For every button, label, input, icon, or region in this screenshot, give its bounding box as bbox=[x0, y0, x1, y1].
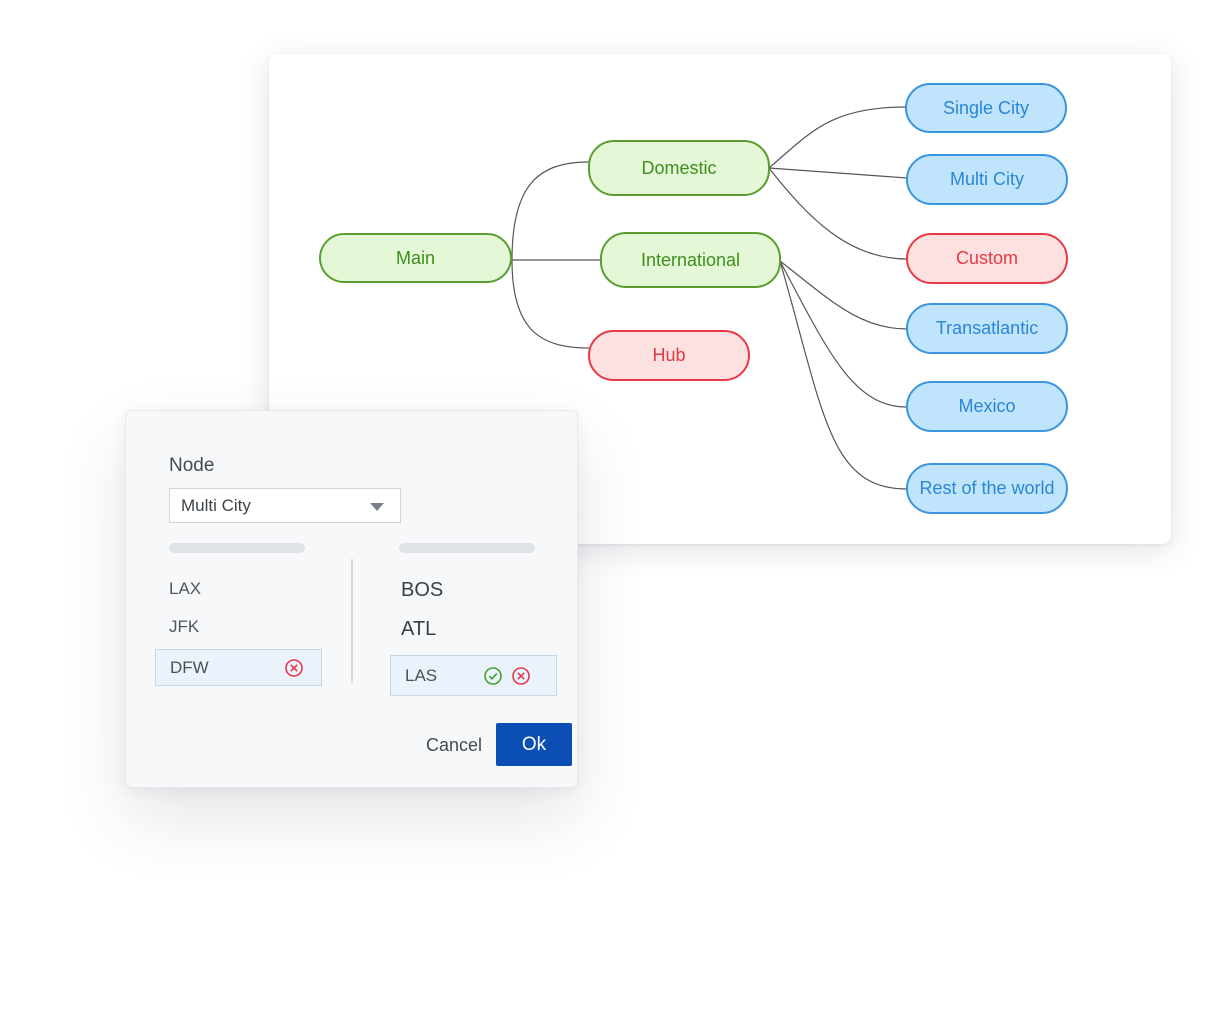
edge-main-domestic bbox=[511, 161, 590, 261]
edge-main-hub bbox=[511, 259, 590, 349]
node-main-label: Main bbox=[395, 247, 435, 268]
node-single-city[interactable]: Single City bbox=[905, 83, 1067, 133]
edge-domestic-custom bbox=[768, 167, 908, 260]
left-list-item[interactable]: JFK bbox=[169, 617, 200, 636]
edge-international-mexico bbox=[779, 260, 908, 408]
edge-international-transatlantic bbox=[779, 260, 908, 330]
right-editing-chip[interactable]: LAS bbox=[390, 655, 557, 696]
node-custom[interactable]: Custom bbox=[906, 233, 1068, 284]
right-column-header-placeholder bbox=[399, 543, 535, 553]
ok-button[interactable]: Ok bbox=[496, 723, 572, 766]
column-divider bbox=[351, 559, 353, 683]
edge-domestic-multi-city bbox=[768, 167, 908, 179]
connector-lines bbox=[511, 106, 908, 490]
node-main[interactable]: Main bbox=[319, 233, 512, 283]
edge-domestic-single-city bbox=[768, 106, 907, 169]
left-column-header-placeholder bbox=[169, 543, 305, 553]
node-transatlantic-label: Transatlantic bbox=[935, 318, 1039, 338]
node-rest-of-the-world[interactable]: Rest of the world bbox=[906, 463, 1068, 514]
node-hub[interactable]: Hub bbox=[588, 330, 750, 381]
node-international-label: International bbox=[640, 249, 741, 270]
cancel-button[interactable]: Cancel bbox=[406, 724, 502, 766]
left-chip-label: DFW bbox=[170, 657, 209, 677]
right-chip-label: LAS bbox=[405, 665, 438, 685]
node-field-label: Node bbox=[169, 455, 215, 476]
right-list-item[interactable]: ATL bbox=[401, 618, 437, 640]
node-rest-of-the-world-label: Rest of the world bbox=[919, 478, 1055, 498]
remove-icon[interactable] bbox=[284, 658, 304, 678]
node-select-value: Multi City bbox=[181, 495, 251, 515]
node-hub-label: Hub bbox=[652, 345, 686, 365]
node-transatlantic[interactable]: Transatlantic bbox=[906, 303, 1068, 354]
left-selected-chip[interactable]: DFW bbox=[155, 649, 322, 686]
node-international[interactable]: International bbox=[600, 232, 781, 288]
node-select[interactable]: Multi City bbox=[169, 488, 401, 523]
remove-icon[interactable] bbox=[511, 666, 531, 686]
node-mexico-label: Mexico bbox=[958, 396, 1016, 416]
right-list-item[interactable]: BOS bbox=[401, 579, 444, 601]
left-list-item[interactable]: LAX bbox=[169, 579, 202, 598]
edge-international-rest-of-world bbox=[779, 260, 908, 490]
node-domestic-label: Domestic bbox=[641, 157, 717, 178]
node-domestic[interactable]: Domestic bbox=[588, 140, 770, 196]
node-editor-dialog: Node Multi City LAX JFK DFW BOS ATL LAS … bbox=[125, 410, 578, 788]
node-single-city-label: Single City bbox=[942, 97, 1030, 118]
node-custom-label: Custom bbox=[955, 248, 1018, 268]
node-mexico[interactable]: Mexico bbox=[906, 381, 1068, 432]
chevron-down-icon bbox=[370, 503, 384, 511]
node-multi-city[interactable]: Multi City bbox=[906, 154, 1068, 205]
node-multi-city-label: Multi City bbox=[949, 169, 1024, 189]
confirm-check-icon[interactable] bbox=[483, 666, 503, 686]
